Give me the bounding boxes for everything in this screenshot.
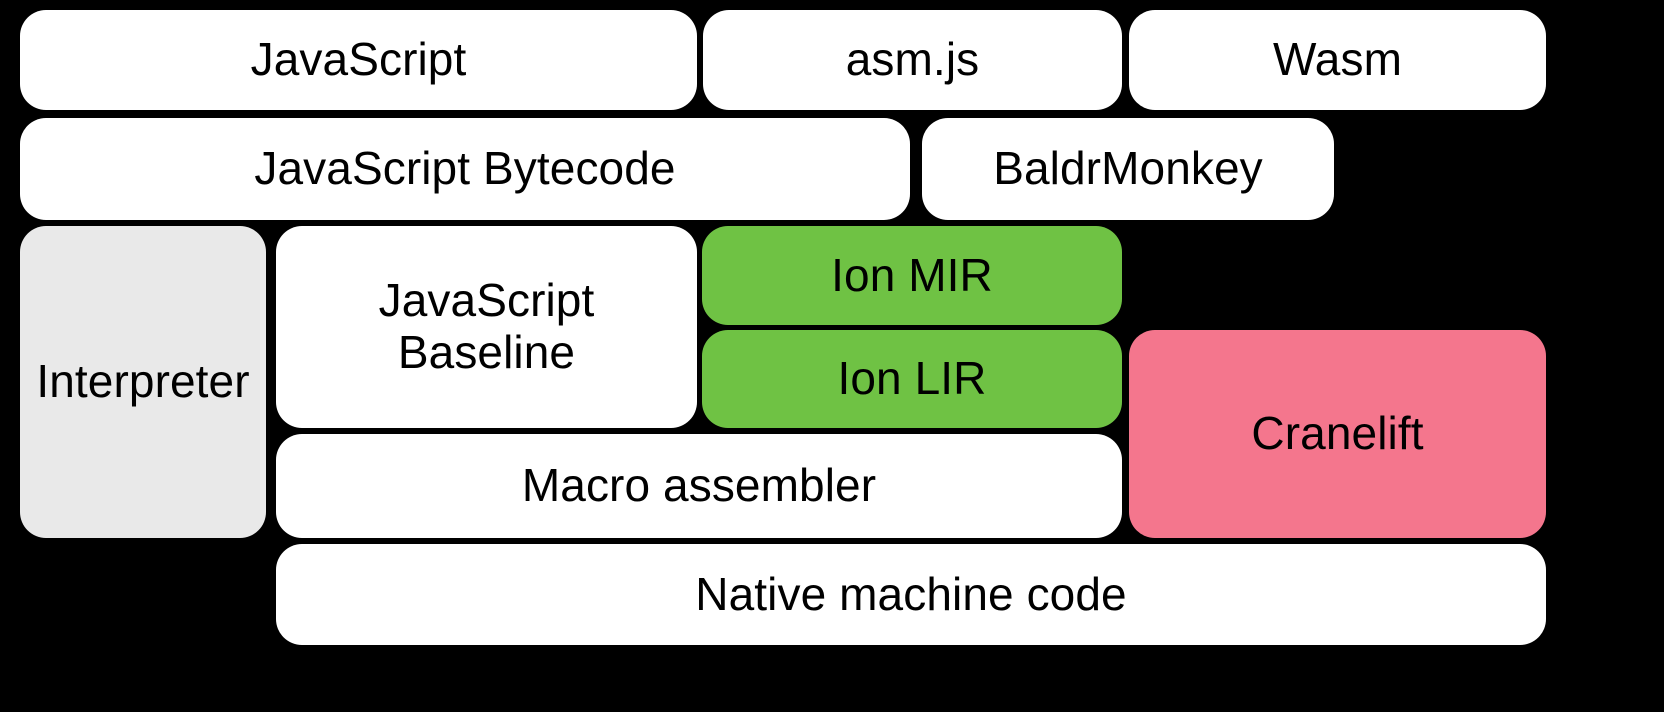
node-ion-mir: Ion MIR [702, 226, 1122, 325]
node-javascript: JavaScript [20, 10, 697, 110]
node-native-machine-code: Native machine code [276, 544, 1546, 645]
node-javascript-baseline: JavaScript Baseline [276, 226, 697, 428]
node-baldrmonkey: BaldrMonkey [922, 118, 1334, 220]
node-ion-lir: Ion LIR [702, 330, 1122, 428]
node-macro-assembler: Macro assembler [276, 434, 1122, 538]
node-interpreter: Interpreter [20, 226, 266, 538]
node-wasm: Wasm [1129, 10, 1546, 110]
node-javascript-bytecode: JavaScript Bytecode [20, 118, 910, 220]
node-asm-js: asm.js [703, 10, 1122, 110]
node-cranelift: Cranelift [1129, 330, 1546, 538]
